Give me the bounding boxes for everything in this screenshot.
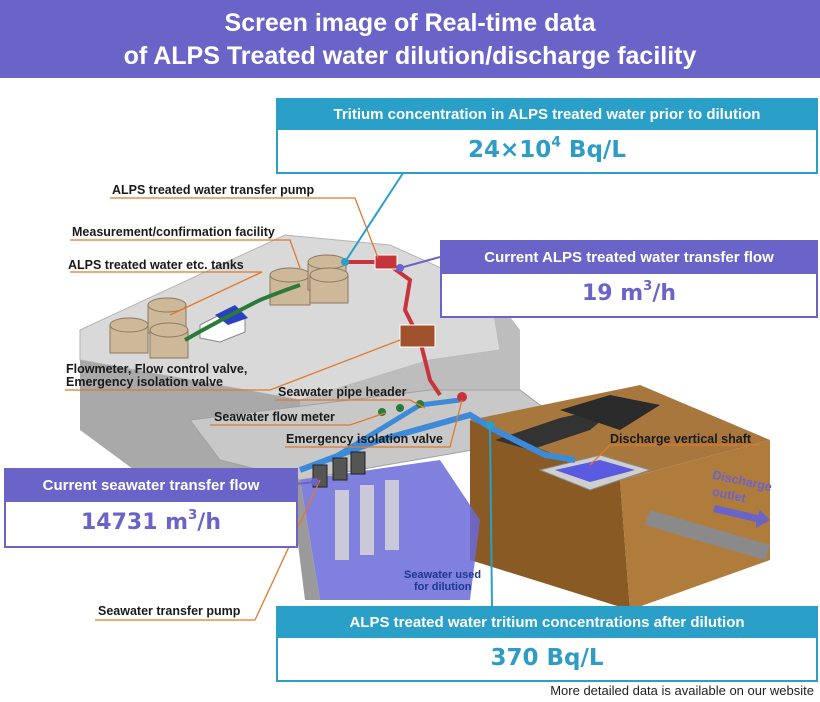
- valve-red: [457, 392, 467, 402]
- facility-illustration: [65, 169, 770, 621]
- label-measurement: Measurement/confirmation facility: [72, 225, 275, 239]
- title-line-1: Screen image of Real-time data: [224, 9, 596, 37]
- seawater-flow-box: Current seawater transfer flow 14731 m3/…: [4, 468, 298, 548]
- tritium-before-box: Tritium concentration in ALPS treated wa…: [276, 98, 818, 174]
- leader-seawater-pump: [95, 479, 321, 621]
- soil-top: [470, 385, 770, 480]
- tank-group-right: [269, 254, 349, 306]
- transfer-flow-value: 19 m3/h: [581, 279, 677, 306]
- transfer-flow-box: Current ALPS treated water transfer flow…: [440, 240, 818, 318]
- leader-shaft: [589, 444, 760, 466]
- leader-tanks: [70, 271, 263, 316]
- label-shaft: Discharge vertical shaft: [610, 432, 752, 446]
- transfer-flow-title: Current ALPS treated water transfer flow: [442, 242, 816, 274]
- label-emergency-valve: Emergency isolation valve: [286, 432, 444, 446]
- basin-pillar: [360, 485, 374, 555]
- dark-slab-2: [560, 395, 660, 430]
- flow-meter-green: [396, 404, 404, 412]
- tritium-after-title: ALPS treated water tritium concentration…: [278, 608, 816, 638]
- leader-box-transfer-flow: [399, 256, 441, 269]
- label-seawater-meter: Seawater flow meter: [214, 410, 335, 424]
- tank-group-left: [109, 297, 189, 359]
- page-title: Screen image of Real-time data of ALPS T…: [0, 0, 820, 78]
- label-tanks: ALPS treated water etc. tanks: [68, 258, 244, 272]
- footer-note: More detailed data is available on our w…: [550, 683, 814, 698]
- leader-box-tritium-after: [489, 424, 493, 609]
- discharge-pipe: [645, 510, 770, 560]
- leader-measurement: [70, 239, 301, 269]
- leader-emergency-valve: [285, 399, 463, 448]
- label-seawater-used-2: for dilution: [414, 581, 472, 593]
- leader-flowmeter: [65, 339, 401, 391]
- label-seawater-used-1: Seawater used: [404, 569, 482, 581]
- tritium-after-value: 370 Bq/L: [490, 645, 604, 671]
- tritium-before-value: 24×104 Bq/L: [468, 134, 626, 163]
- leader-seawater-meter: [210, 412, 386, 426]
- seawater-flow-title: Current seawater transfer flow: [6, 470, 296, 502]
- leader-box-tritium-before: [344, 169, 406, 263]
- soil-front: [470, 420, 630, 610]
- shaft-water: [555, 460, 635, 482]
- tritium-after-box: ALPS treated water tritium concentration…: [276, 606, 818, 682]
- green-pipe: [184, 283, 301, 342]
- measurement-box: [399, 324, 436, 348]
- basin-pillar: [335, 490, 349, 560]
- leader-transfer-pump: [110, 197, 379, 259]
- outlet-arrow: [713, 505, 770, 528]
- label-pipe-header: Seawater pipe header: [278, 385, 407, 399]
- label-flowmeter-2: Emergency isolation valve: [66, 375, 224, 389]
- basin-pillar: [385, 480, 399, 550]
- transfer-pump-box: [374, 254, 398, 270]
- tritium-before-title: Tritium concentration in ALPS treated wa…: [278, 100, 816, 130]
- seawater-pipe: [298, 411, 576, 473]
- leader-pipe-header: [275, 399, 426, 409]
- label-flowmeter-1: Flowmeter, Flow control valve,: [66, 362, 248, 376]
- label-seawater-pump: Seawater transfer pump: [98, 604, 241, 618]
- title-line-2: of ALPS Treated water dilution/discharge…: [123, 42, 697, 70]
- label-transfer-pump: ALPS treated water transfer pump: [112, 183, 315, 197]
- seawater-flow-value: 14731 m3/h: [80, 508, 221, 535]
